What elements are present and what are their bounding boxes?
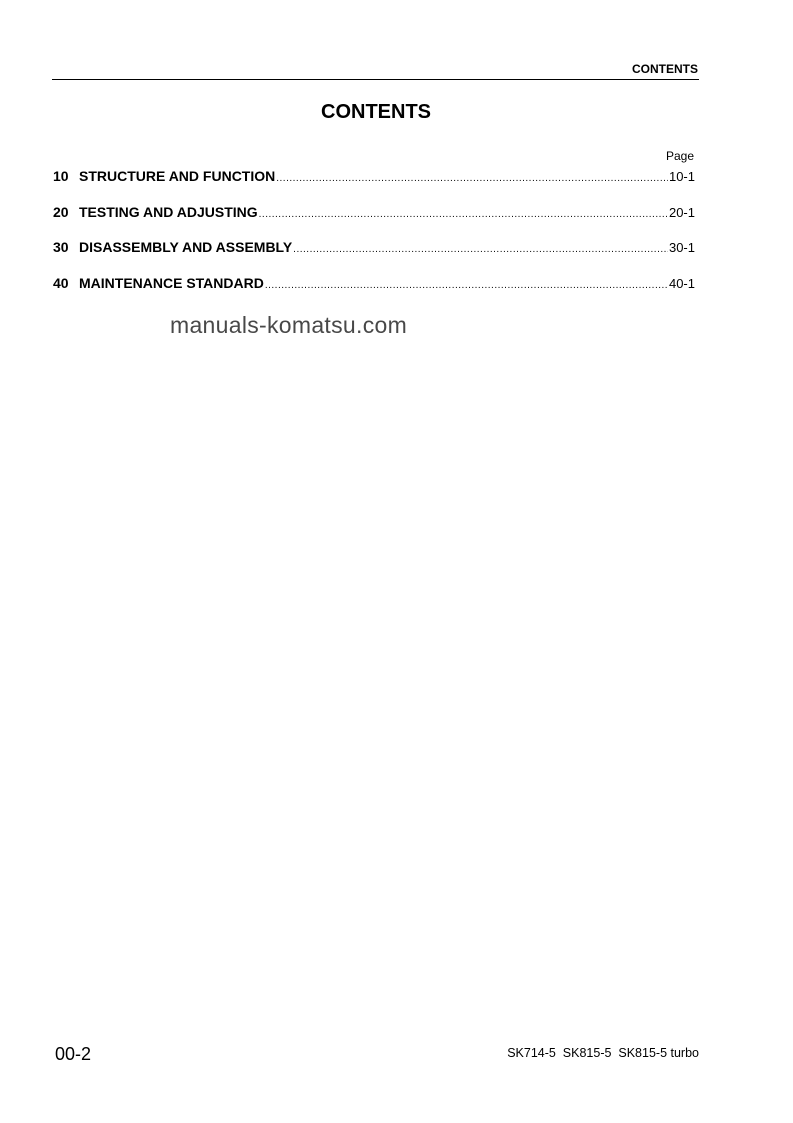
entry-number: 20 [53,204,69,220]
entry-label: MAINTENANCE STANDARD [79,275,264,291]
toc-entry[interactable]: 10 STRUCTURE AND FUNCTION 10-1 [53,168,695,184]
header-rule [52,79,699,80]
dot-leader [259,209,668,220]
page-column-label: Page [665,149,694,163]
entry-page: 10-1 [668,169,695,184]
watermark: manuals-komatsu.com [170,312,408,338]
entry-page: 30-1 [668,240,695,255]
toc-entry[interactable]: 30 DISASSEMBLY AND ASSEMBLY 30-1 [53,239,695,255]
entry-label: DISASSEMBLY AND ASSEMBLY [79,239,293,255]
dot-leader [293,244,668,255]
toc-entry[interactable]: 40 MAINTENANCE STANDARD 40-1 [53,275,695,291]
dot-leader [265,280,668,291]
entry-number: 30 [53,239,69,255]
footer-page-number: 00-2 [55,1044,92,1064]
page-title: CONTENTS [321,101,431,123]
entry-number: 40 [53,275,69,291]
entry-number: 10 [53,168,69,184]
entry-label: TESTING AND ADJUSTING [79,204,258,220]
entry-page: 40-1 [668,276,695,291]
toc-entry[interactable]: 20 TESTING AND ADJUSTING 20-1 [53,204,695,220]
footer-models: SK714-5 SK815-5 SK815-5 turbo [507,1046,699,1060]
dot-leader [276,173,668,184]
running-header: CONTENTS [632,62,698,76]
entry-label: STRUCTURE AND FUNCTION [79,168,276,184]
entry-page: 20-1 [668,205,695,220]
